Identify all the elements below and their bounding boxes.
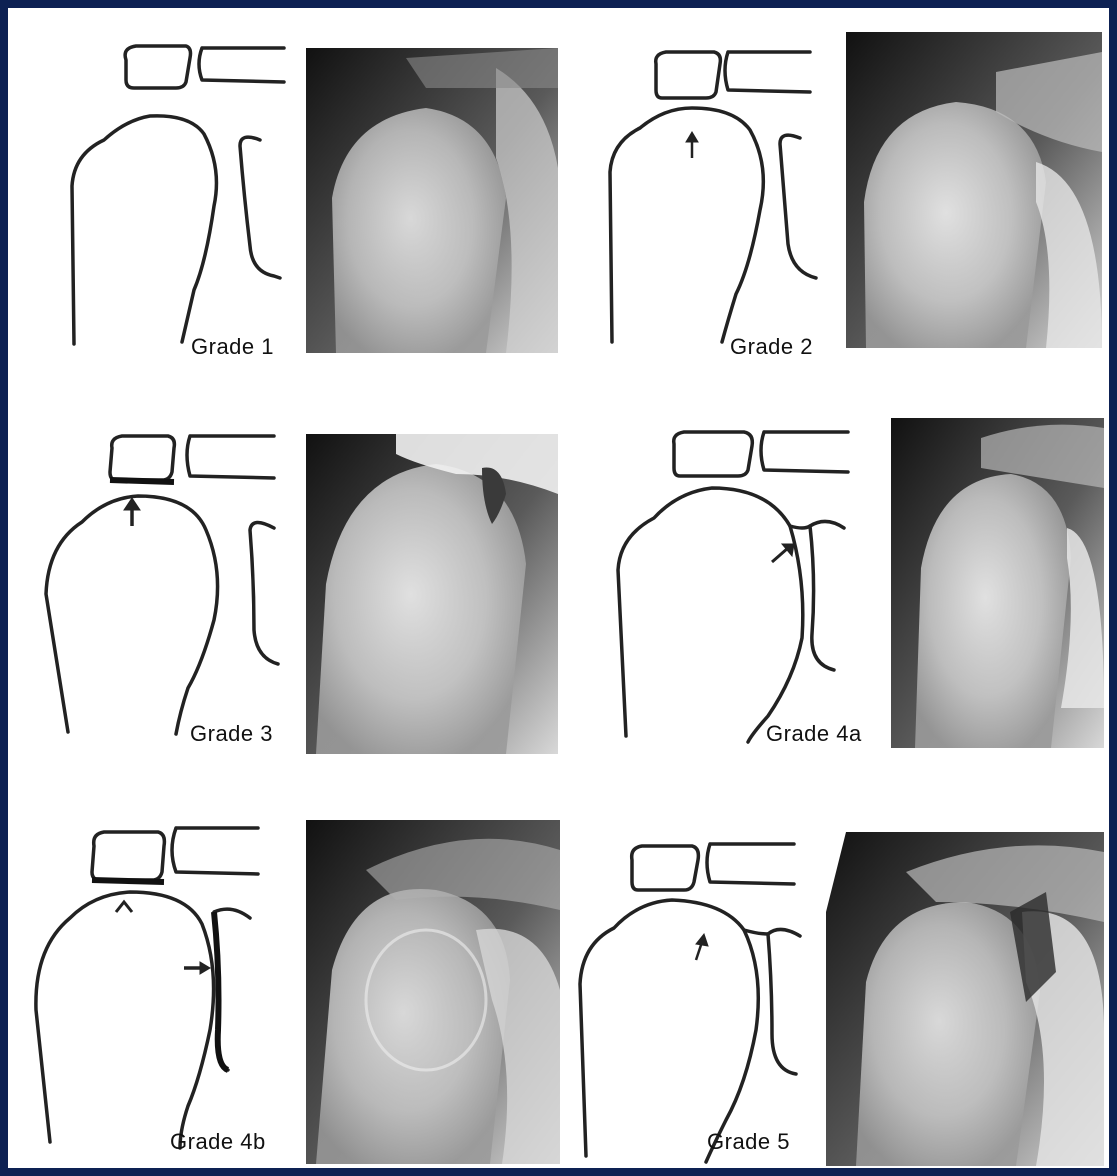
grade-4a-radiograph [891, 418, 1104, 748]
grade-5-radiograph [826, 832, 1104, 1166]
humeral-head-outline [580, 900, 758, 1162]
shoulder-sketch [42, 424, 282, 744]
grade-1-label: Grade 1 [191, 334, 274, 360]
acromion-sclerosis-mark [92, 880, 164, 882]
glenoid-outline [810, 521, 844, 670]
grade-3-radiograph [306, 434, 558, 754]
glenoid-contact-line [744, 930, 768, 934]
arrow-icon [686, 132, 698, 158]
grade-2-radiograph [846, 32, 1102, 348]
glenoid-sclerosis-mark [214, 912, 228, 1070]
grade-4b-radiograph [306, 820, 560, 1164]
glenoid-outline [768, 929, 800, 1074]
acromion-outline [125, 46, 190, 88]
grade-4a-label: Grade 4a [766, 721, 862, 747]
shoulder-sketch [612, 420, 852, 750]
acromion-outline [92, 832, 164, 880]
shoulder-sketch [64, 36, 304, 356]
grade-5-line-drawing [574, 834, 814, 1164]
grade-3-line-drawing [42, 424, 282, 744]
shoulder-sketch [604, 42, 844, 352]
acromion-outline [110, 436, 174, 480]
arrow-icon [772, 544, 794, 562]
glenoid-outline [250, 522, 278, 664]
clavicle-outline [199, 48, 284, 82]
clavicle-outline [707, 844, 794, 884]
humeral-head-outline [46, 496, 218, 734]
humeral-head-outline [36, 892, 214, 1148]
humeral-head-outline [618, 488, 803, 742]
arrowhead-icon [116, 902, 132, 912]
glenoid-outline [780, 135, 816, 278]
clavicle-outline [761, 432, 848, 472]
clavicle-outline [725, 52, 810, 92]
humeral-head-outline [72, 116, 216, 344]
grade-4a-line-drawing [612, 420, 852, 750]
clavicle-outline [187, 436, 274, 478]
glenoid-contact-line [790, 526, 810, 528]
acromion-sclerosis-mark [110, 480, 174, 482]
humeral-head-outline [610, 108, 763, 342]
shoulder-sketch [30, 820, 270, 1150]
acromion-outline [674, 432, 753, 476]
grade-2-line-drawing [604, 42, 844, 352]
arrow-icon [124, 498, 140, 526]
arrow-icon [696, 934, 708, 960]
grade-3-label: Grade 3 [190, 721, 273, 747]
arrow-icon [184, 962, 210, 974]
shoulder-sketch [574, 834, 814, 1164]
grade-4b-label: Grade 4b [170, 1129, 266, 1155]
acromion-outline [632, 846, 699, 890]
acromion-outline [656, 52, 721, 98]
grade-5-label: Grade 5 [707, 1129, 790, 1155]
grade-1-line-drawing [64, 36, 304, 356]
grade-4b-line-drawing [30, 820, 270, 1150]
clavicle-outline [172, 828, 258, 874]
grade-2-label: Grade 2 [730, 334, 813, 360]
grade-1-radiograph [306, 48, 558, 353]
glenoid-outline [240, 137, 280, 278]
